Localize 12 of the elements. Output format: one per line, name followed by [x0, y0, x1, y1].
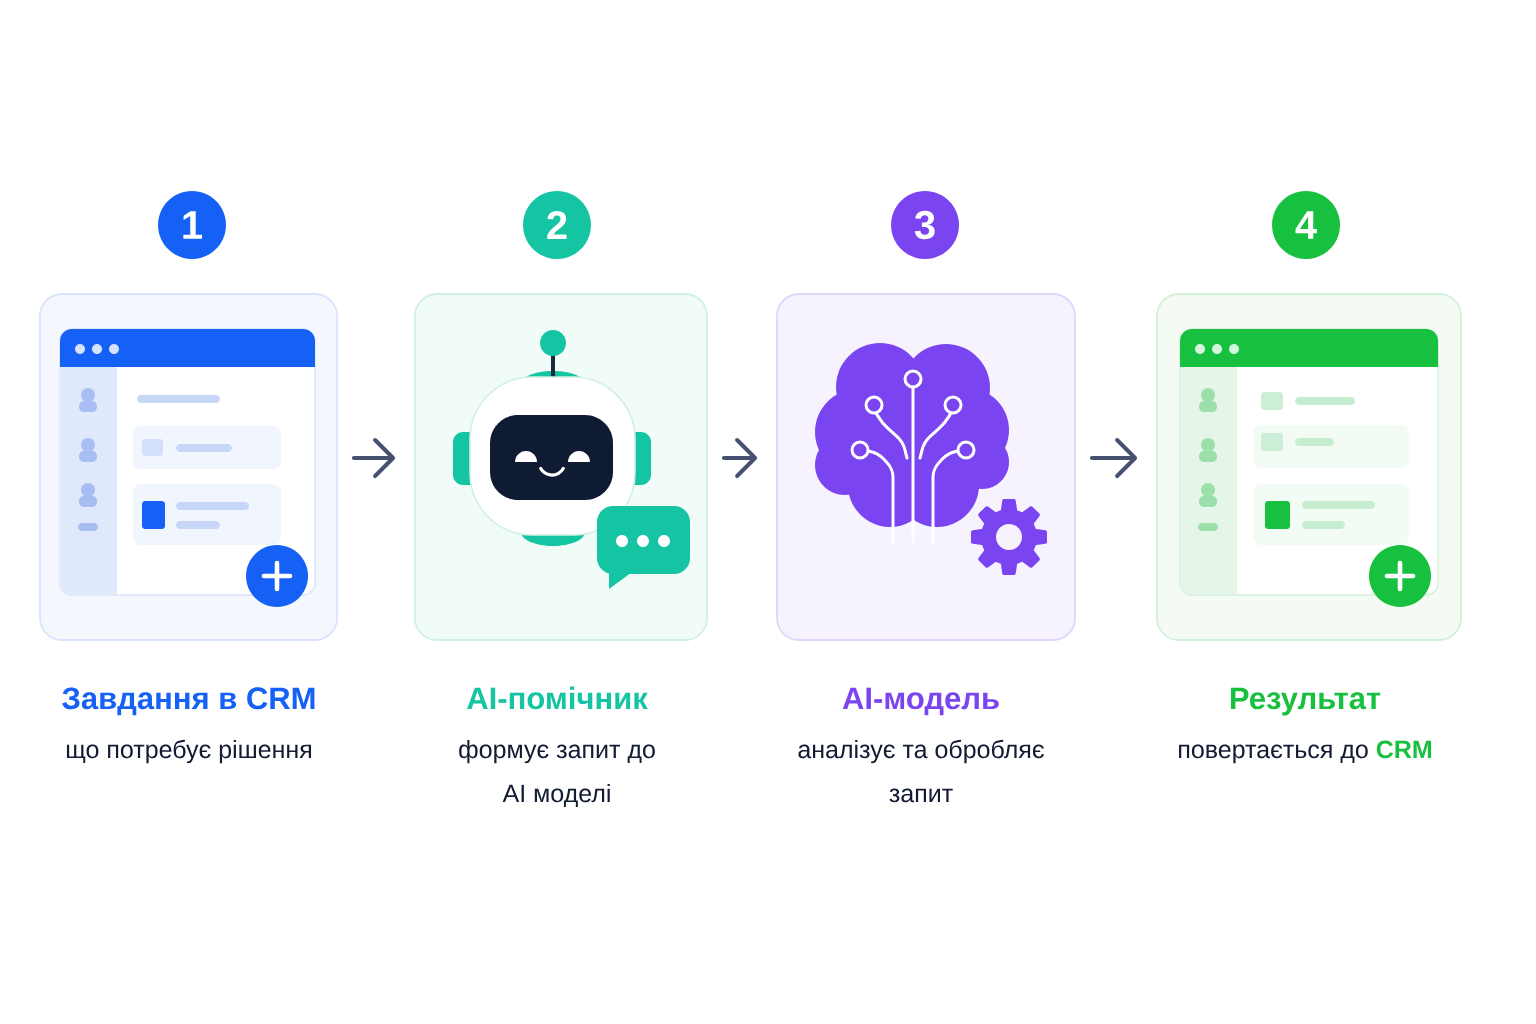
step-title: Завдання в CRM — [62, 687, 315, 716]
step-number-badge: 4 — [1272, 191, 1340, 259]
step-title: AI-помічник — [467, 686, 648, 710]
step-number-badge: 3 — [891, 191, 959, 259]
step-number-badge: 1 — [158, 191, 226, 259]
step-description: повертається до CRM — [1179, 740, 1431, 764]
step-title: AI-модель — [842, 687, 999, 716]
step-description: аналізує та обробляє запит — [798, 739, 1044, 803]
step-description: формує запит до AI моделі — [459, 739, 655, 807]
step-description: що потребує рішення — [66, 739, 311, 764]
step-number-badge: 2 — [523, 191, 591, 259]
step-title: Результат — [1230, 687, 1381, 716]
